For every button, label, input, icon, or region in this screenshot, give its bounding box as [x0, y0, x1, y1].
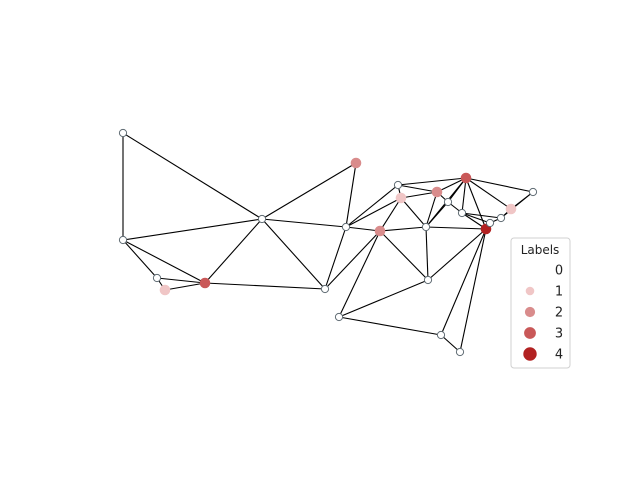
- graph-edge: [164, 282, 206, 291]
- graph-node: [496, 213, 506, 223]
- graph-node: [460, 172, 472, 184]
- graph-node: [334, 312, 344, 322]
- graph-edge: [440, 228, 487, 336]
- graph-edge: [261, 162, 357, 220]
- graph-node: [341, 222, 351, 232]
- graph-node: [159, 284, 171, 296]
- legend-marker: [524, 327, 536, 339]
- graph-edge: [338, 316, 442, 336]
- graph-edge: [204, 218, 263, 284]
- graph-edge: [261, 218, 347, 228]
- graph-edge: [345, 197, 402, 228]
- graph-edge: [379, 230, 429, 281]
- graph-node: [320, 284, 330, 294]
- graph-edge: [261, 218, 326, 290]
- graph-edge: [465, 177, 487, 230]
- graph-edge: [324, 226, 347, 290]
- graph-node: [457, 208, 467, 218]
- graph-node: [152, 273, 162, 283]
- graph-edge: [345, 184, 399, 228]
- graph-edge: [345, 162, 357, 228]
- legend-label: 1: [555, 285, 563, 300]
- graph-edge: [122, 132, 263, 220]
- graph-edge: [427, 228, 487, 281]
- graph-nodes: [118, 128, 538, 357]
- graph-edge: [156, 277, 206, 284]
- legend-label: 2: [555, 306, 563, 321]
- graph-node: [374, 225, 386, 237]
- graph-edge: [436, 177, 467, 193]
- graph-node: [505, 203, 517, 215]
- graph-edge: [440, 334, 461, 353]
- graph-node: [118, 235, 128, 245]
- graph-node: [395, 192, 407, 204]
- graph-node: [199, 277, 211, 289]
- legend-title: Labels: [521, 243, 560, 257]
- graph-edge: [345, 226, 381, 232]
- graph-edge: [204, 282, 326, 290]
- graph-node: [393, 180, 403, 190]
- legend-label: 3: [555, 327, 563, 342]
- graph-edge: [397, 184, 438, 193]
- graph-edge: [425, 191, 438, 228]
- legend-label: 4: [555, 348, 563, 363]
- graph-edge: [400, 191, 438, 199]
- graph-node: [436, 330, 446, 340]
- graph-edge: [122, 239, 158, 279]
- graph-edge: [425, 226, 487, 230]
- graph-node: [485, 218, 495, 228]
- graph-edge: [338, 279, 429, 318]
- graph-node: [443, 197, 453, 207]
- graph-node: [350, 157, 362, 169]
- graph-edge: [459, 228, 487, 353]
- legend-marker: [525, 286, 535, 296]
- graph-node: [118, 128, 128, 138]
- graph-node: [257, 214, 267, 224]
- legend: Labels 0 1 2 3 4: [510, 237, 571, 369]
- graph-node: [455, 347, 465, 357]
- graph-edge: [122, 239, 206, 284]
- graph-edge: [397, 177, 467, 186]
- graph-node: [431, 186, 443, 198]
- graph-edge: [425, 226, 429, 281]
- graph-node: [528, 187, 538, 197]
- graph-edge: [465, 177, 512, 210]
- graph-edge: [400, 197, 427, 228]
- graph-edge: [324, 230, 381, 290]
- legend-marker: [524, 306, 536, 318]
- graph-edge: [461, 212, 502, 219]
- graph-edge: [461, 177, 467, 214]
- graph-edge: [379, 226, 427, 232]
- graph-edge: [461, 212, 491, 224]
- graph-node: [421, 222, 431, 232]
- graph-node: [423, 275, 433, 285]
- graph-edges: [122, 132, 534, 353]
- graph-edge: [338, 230, 381, 318]
- graph-edge: [465, 177, 534, 193]
- graph-edge: [122, 218, 263, 241]
- legend-marker: [523, 347, 537, 361]
- graph-edge: [500, 191, 534, 219]
- legend-label: 0: [555, 264, 563, 279]
- graph-edge: [379, 197, 402, 232]
- legend-marker: [526, 266, 534, 274]
